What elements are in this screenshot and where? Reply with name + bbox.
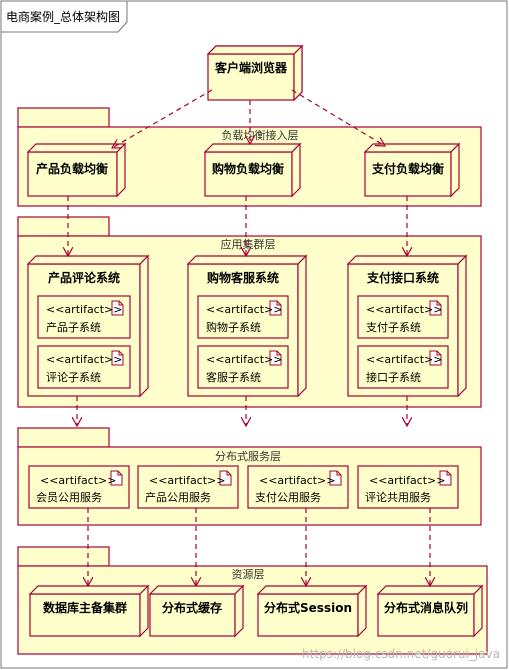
lb-node-payment-label: 支付负载均衡 [371,161,444,176]
artifact-interface-subsystem: <<artifact>> 接口子系统 [357,345,449,389]
lb-node-payment: 支付负载均衡 [363,142,461,198]
artifact-name: 购物子系统 [206,320,261,334]
artifact-stereotype: <<artifact>> [206,353,282,366]
client-browser-label: 客户端浏览器 [214,60,288,75]
app-node-product-review-title: 产品评论系统 [48,270,120,285]
layer-resources: 资源层 数据库主备集群 分布式缓存 分布式Session 分布式消息队列 [17,546,488,655]
res-node-database-label: 数据库主备集群 [43,600,127,615]
artifact-icon [111,300,124,316]
artifact-stereotype: <<artifact>> [259,474,335,487]
artifact-review-subsystem: <<artifact>> 评论子系统 [37,345,131,389]
artifact-stereotype: <<artifact>> [40,474,116,487]
res-node-cache-label: 分布式缓存 [162,600,222,615]
watermark-text: https://blog.csdn.net/guorui_java [302,647,500,661]
frame-title-tab [1,1,128,33]
res-node-mq: 分布式消息队列 [376,584,484,638]
artifact-payment-subsystem: <<artifact>> 支付子系统 [357,295,449,339]
app-node-shopping-service-title: 购物客服系统 [207,270,279,285]
layer-distributed-services: 分布式服务层 <<artifact>> 会员公用服务 <<artifact>> … [17,427,482,526]
res-node-mq-label: 分布式消息队列 [384,600,468,615]
artifact-member-service: <<artifact>> 会员公用服务 [28,465,130,509]
dependency-arrows [68,89,430,586]
artifact-name: 评论子系统 [46,370,101,384]
artifact-name: 产品子系统 [46,320,101,334]
artifact-stereotype: <<artifact>> [149,474,225,487]
artifact-name: 会员公用服务 [36,491,102,504]
artifact-icon [429,300,442,316]
artifact-stereotype: <<artifact>> [366,303,442,316]
arrow-client-to-lb-product [112,89,213,148]
arrow-client-to-lb-payment [291,89,385,146]
lb-node-shopping: 购物负载均衡 [203,142,302,198]
artifact-stereotype: <<artifact>> [46,353,122,366]
artifact-stereotype: <<artifact>> [369,474,445,487]
lb-node-product-label: 产品负载均衡 [36,161,108,176]
artifact-icon [269,350,282,366]
layer-app-title: 应用集群层 [221,237,276,251]
res-node-session-label: 分布式Session [264,600,352,615]
artifact-name: 支付公用服务 [255,491,321,504]
res-node-cache: 分布式缓存 [148,584,245,638]
app-node-payment-interface: 支付接口系统 <<artifact>> 支付子系统 <<artifact>> 接… [346,254,468,398]
app-node-product-review: 产品评论系统 <<artifact>> 产品子系统 <<artifact>> 评… [26,254,150,398]
artifact-name: 接口子系统 [366,371,421,384]
app-node-shopping-service: 购物客服系统 <<artifact>> 购物子系统 <<artifact>> 客… [186,254,308,398]
artifact-name: 支付子系统 [366,321,421,334]
artifact-icon [329,470,342,486]
lb-node-shopping-label: 购物负载均衡 [212,161,284,176]
artifact-icon [439,470,452,486]
client-browser-node: 客户端浏览器 [206,44,304,102]
artifact-support-subsystem: <<artifact>> 客服子系统 [197,345,289,389]
artifact-icon [111,350,124,366]
artifact-stereotype: <<artifact>> [206,303,282,316]
res-node-database: 数据库主备集群 [28,584,150,638]
artifact-product-service: <<artifact>> 产品公用服务 [137,465,239,509]
artifact-review-service: <<artifact>> 评论共用服务 [357,465,459,509]
artifact-name: 评论共用服务 [365,490,431,504]
layer-app-cluster: 应用集群层 产品评论系统 <<artifact>> 产品子系统 <<artifa… [17,216,482,408]
layer-dist-title: 分布式服务层 [215,450,281,463]
layer-res-title: 资源层 [232,567,265,581]
frame-title: 电商案例_总体架构图 [6,9,120,24]
app-node-payment-interface-title: 支付接口系统 [366,270,439,285]
artifact-shopping-subsystem: <<artifact>> 购物子系统 [197,295,289,339]
layer-lb-title: 负载均衡接入层 [222,128,299,142]
artifact-icon [219,470,232,486]
res-node-session: 分布式Session [256,584,368,638]
artifact-stereotype: <<artifact>> [46,303,122,316]
artifact-name: 产品公用服务 [145,490,211,504]
artifact-icon [429,350,442,366]
artifact-product-subsystem: <<artifact>> 产品子系统 [37,295,131,339]
artifact-icon [269,300,282,316]
lb-node-product: 产品负载均衡 [26,142,127,198]
artifact-name: 客服子系统 [206,370,261,384]
artifact-payment-service: <<artifact>> 支付公用服务 [247,465,349,509]
artifact-stereotype: <<artifact>> [366,353,442,366]
artifact-icon [110,470,123,486]
